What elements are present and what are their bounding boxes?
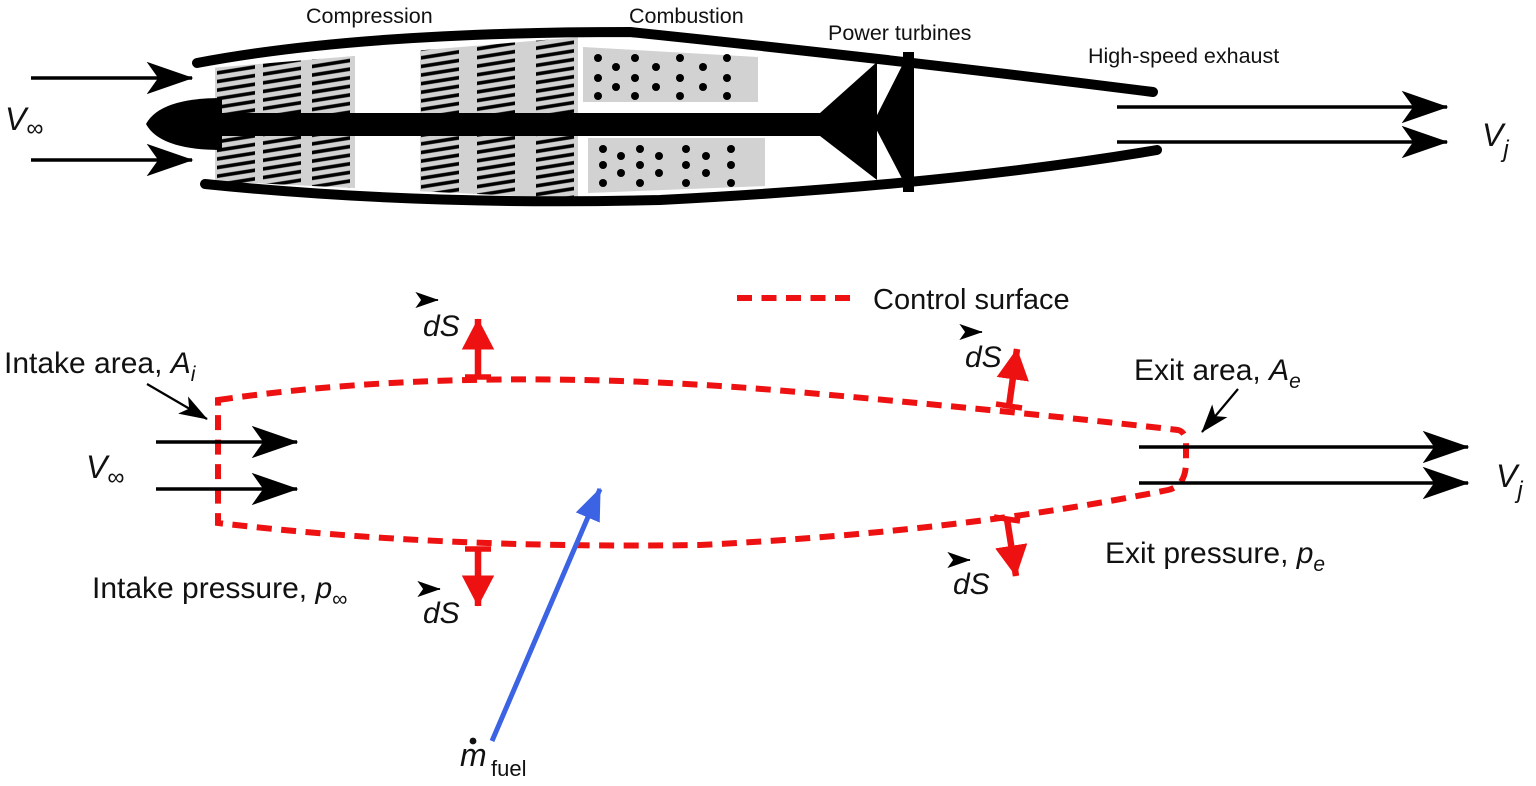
fuel-injector-dot bbox=[636, 179, 644, 187]
compressor-blade-group bbox=[536, 37, 574, 115]
fuel-injector-dot bbox=[702, 169, 710, 177]
freestream-velocity-label: V∞ bbox=[86, 449, 124, 491]
fuel-injector-dot bbox=[612, 83, 620, 91]
combustion-label: Combustion bbox=[629, 4, 744, 28]
svg-text:fuel: fuel bbox=[491, 756, 526, 781]
compressor-upper bbox=[215, 37, 578, 115]
fuel-injector-dot bbox=[612, 63, 620, 71]
fuel-injector-dot bbox=[594, 92, 602, 100]
engine-casing-top bbox=[192, 26, 1158, 97]
compressor-blade-group bbox=[421, 37, 459, 115]
control-surface-legend-label: Control surface bbox=[873, 284, 1070, 316]
power-turbine-stage bbox=[873, 52, 909, 192]
turbine-disc bbox=[903, 52, 914, 192]
fuel-injector-dot bbox=[727, 145, 735, 153]
fuel-injector-dot bbox=[682, 179, 690, 187]
intake-area-label: Intake area, Ai bbox=[4, 347, 197, 386]
jet-velocity-label: Vj bbox=[1482, 117, 1509, 163]
combustor-fuel-dots bbox=[594, 54, 735, 187]
power-turbines-label: Power turbines bbox=[828, 21, 971, 45]
ds-vector-label: dS bbox=[965, 341, 1002, 374]
fuel-injector-dot bbox=[676, 92, 684, 100]
exit-area-pointer-arrow bbox=[1201, 388, 1239, 433]
fuel-injector-dot bbox=[594, 54, 602, 62]
ds-vector-arrow-top-right bbox=[995, 348, 1029, 411]
fuel-mass-flow-label: m fuel bbox=[460, 737, 526, 781]
fuel-injector-dot bbox=[655, 152, 663, 160]
fuel-injector-dot bbox=[723, 74, 731, 82]
ds-vector-arrow-top-left bbox=[461, 318, 495, 380]
fuel-injector-dot bbox=[631, 74, 639, 82]
fuel-injector-dot bbox=[682, 145, 690, 153]
fuel-injector-dot bbox=[631, 92, 639, 100]
control-surface-outline bbox=[215, 376, 1189, 549]
fuel-injector-dot bbox=[723, 54, 731, 62]
drive-shaft bbox=[215, 113, 830, 136]
overdot bbox=[469, 737, 477, 745]
fuel-injector-dot bbox=[727, 179, 735, 187]
compressor-blade-group bbox=[217, 37, 255, 115]
exit-area-label: Exit area, Ae bbox=[1134, 354, 1301, 393]
fuel-injector-dot bbox=[652, 83, 660, 91]
fuel-injector-dot bbox=[636, 145, 644, 153]
freestream-velocity-label: V∞ bbox=[5, 101, 43, 142]
turbine-gap bbox=[877, 148, 885, 188]
fuel-injector-dot bbox=[655, 169, 663, 177]
fuel-injector-dot bbox=[599, 145, 607, 153]
fuel-injector-dot bbox=[631, 54, 639, 62]
fuel-injector-dot bbox=[599, 179, 607, 187]
fuel-injector-dot bbox=[636, 161, 644, 169]
fuel-injector-dot bbox=[599, 161, 607, 169]
ds-vector-arrow-bottom-right bbox=[993, 514, 1028, 577]
control-volume-diagram: Control surface dS dS dS dS bbox=[4, 284, 1523, 781]
fuel-injector-dot bbox=[723, 92, 731, 100]
fuel-injector-dot bbox=[676, 74, 684, 82]
ds-vector-label: dS bbox=[423, 310, 460, 343]
ds-vector-arrow-bottom-left bbox=[461, 546, 495, 607]
engine-casing-bottom bbox=[200, 145, 1162, 207]
power-turbine-stage bbox=[820, 62, 877, 180]
fuel-injector-dot bbox=[727, 161, 735, 169]
compression-label: Compression bbox=[306, 4, 433, 28]
fuel-injector-dot bbox=[699, 63, 707, 71]
turbine-gap bbox=[877, 58, 885, 98]
fuel-injector-dot bbox=[652, 63, 660, 71]
compressor-blade-group bbox=[421, 133, 459, 199]
ds-vector-label: dS bbox=[423, 597, 460, 630]
intake-pressure-label: Intake pressure, p∞ bbox=[92, 572, 347, 611]
intake-area-pointer-arrow bbox=[146, 383, 208, 420]
fuel-injector-dot bbox=[617, 152, 625, 160]
fuel-injector-dot bbox=[702, 152, 710, 160]
fuel-mass-flow-arrow bbox=[489, 487, 603, 742]
nose-cone bbox=[146, 98, 222, 150]
fuel-injector-dot bbox=[676, 54, 684, 62]
engine-cross-section: Compression Combustion Power turbines Hi… bbox=[5, 4, 1509, 207]
combustor-lower bbox=[588, 138, 765, 193]
ds-vector-label: dS bbox=[953, 568, 990, 601]
svg-text:m: m bbox=[460, 737, 487, 773]
jet-velocity-label: Vj bbox=[1496, 458, 1523, 504]
compressor-blade-group bbox=[477, 133, 515, 199]
fuel-injector-dot bbox=[699, 83, 707, 91]
fuel-injector-dot bbox=[682, 161, 690, 169]
compressor-blade-group bbox=[536, 133, 574, 199]
fuel-injector-dot bbox=[594, 74, 602, 82]
combustor-upper bbox=[583, 47, 758, 102]
fuel-injector-dot bbox=[617, 169, 625, 177]
compressor-blade-group bbox=[477, 37, 515, 115]
high-speed-exhaust-label: High-speed exhaust bbox=[1088, 44, 1279, 68]
exit-pressure-label: Exit pressure, pe bbox=[1105, 537, 1325, 576]
